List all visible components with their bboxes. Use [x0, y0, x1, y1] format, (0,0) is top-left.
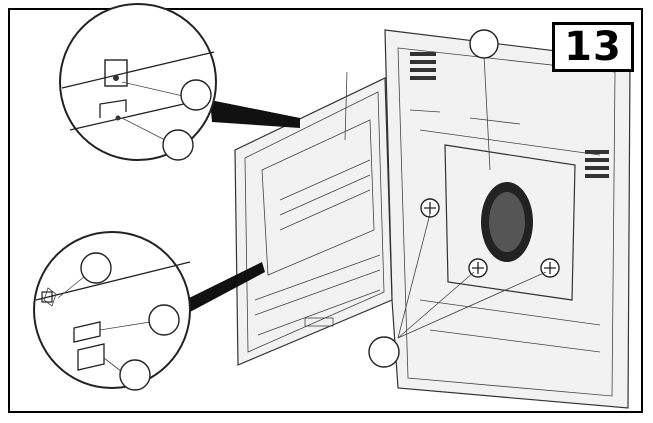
- callout-detail-bottom-lower: [119, 359, 151, 391]
- screw: [540, 258, 560, 278]
- oven-back-panel: [384, 29, 631, 409]
- step-number-badge: 13: [552, 22, 634, 72]
- callout-screws: [368, 336, 400, 368]
- callout-rear-panel: [469, 29, 499, 59]
- leader-lines: [344, 54, 547, 339]
- detail-view-top: [59, 3, 300, 161]
- callout-detail-top-lower: [162, 129, 194, 161]
- rear-cover-plate: [234, 77, 393, 366]
- callout-detail-bottom-upper: [80, 252, 112, 284]
- callout-detail-bottom-middle: [148, 304, 180, 336]
- detail-view-bottom: [33, 231, 265, 389]
- vent-slots: [410, 52, 609, 178]
- screw: [468, 258, 488, 278]
- callout-detail-top-upper: [180, 79, 212, 111]
- step-number: 13: [564, 24, 622, 70]
- screw: [420, 198, 440, 218]
